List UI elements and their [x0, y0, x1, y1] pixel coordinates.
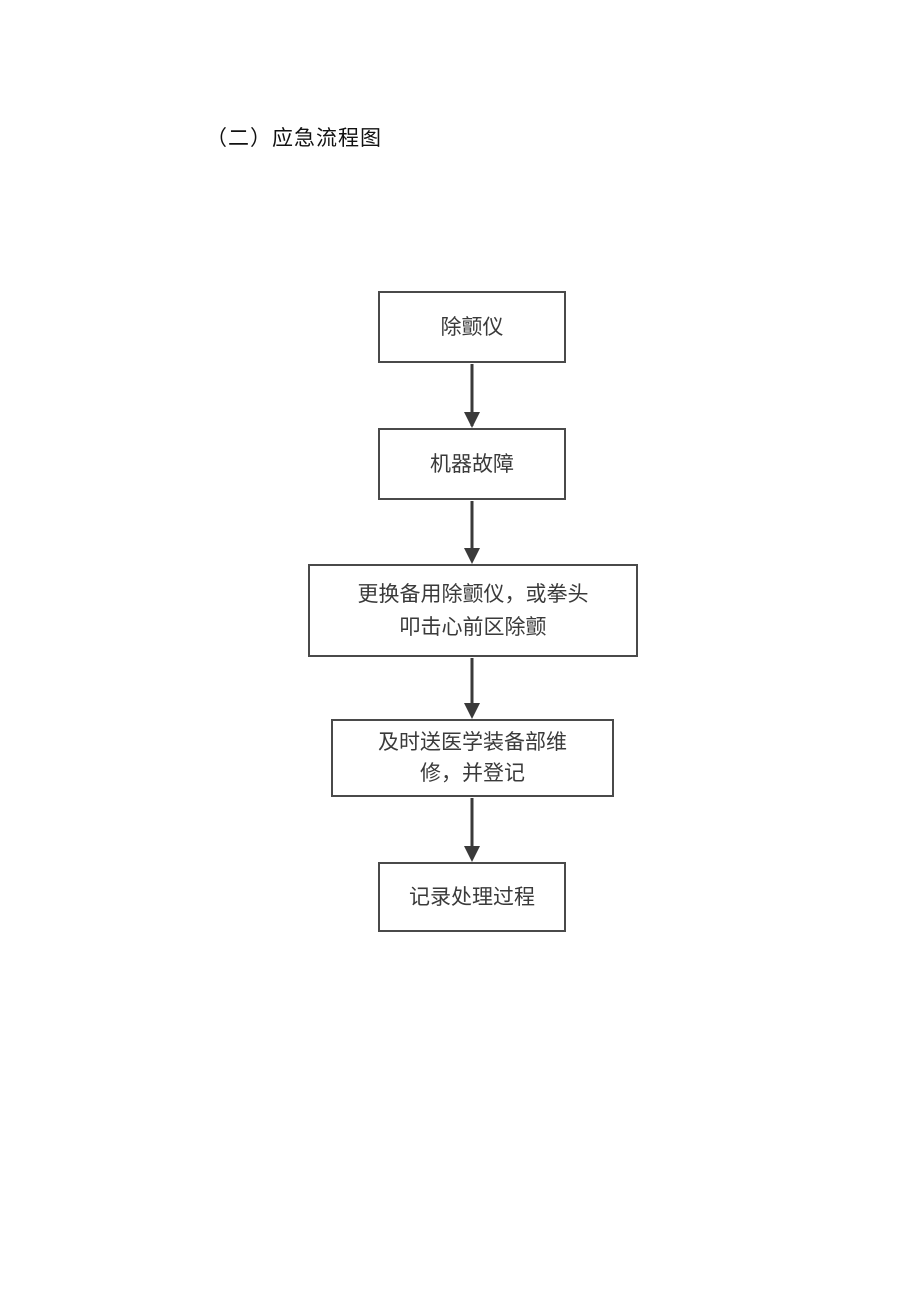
- flow-step-text: 机器故障: [430, 451, 514, 476]
- arrowhead-3: [464, 703, 480, 719]
- flow-step-replace-or-thump: 更换备用除颤仪，或拳头 叩击心前区除颤: [308, 564, 638, 657]
- flow-step-text: 记录处理过程: [409, 884, 535, 909]
- arrowhead-1: [464, 412, 480, 428]
- flow-step-record-process: 记录处理过程: [378, 862, 566, 932]
- flow-step-text-line-1: 及时送医学装备部维: [378, 730, 567, 754]
- flow-step-defibrillator: 除颤仪: [378, 291, 566, 363]
- arrowhead-4: [464, 846, 480, 862]
- arrowhead-2: [464, 548, 480, 564]
- flow-step-text-line-2: 叩击心前区除颤: [399, 614, 547, 639]
- flow-step-machine-fault: 机器故障: [378, 428, 566, 500]
- page-heading: （二）应急流程图: [206, 126, 382, 150]
- flow-step-text: 除颤仪: [440, 314, 504, 339]
- flow-step-text-line-2: 修，并登记: [420, 761, 525, 785]
- flow-step-text-line-1: 更换备用除颤仪，或拳头: [357, 581, 589, 606]
- flow-step-send-for-repair: 及时送医学装备部维 修，并登记: [331, 719, 614, 797]
